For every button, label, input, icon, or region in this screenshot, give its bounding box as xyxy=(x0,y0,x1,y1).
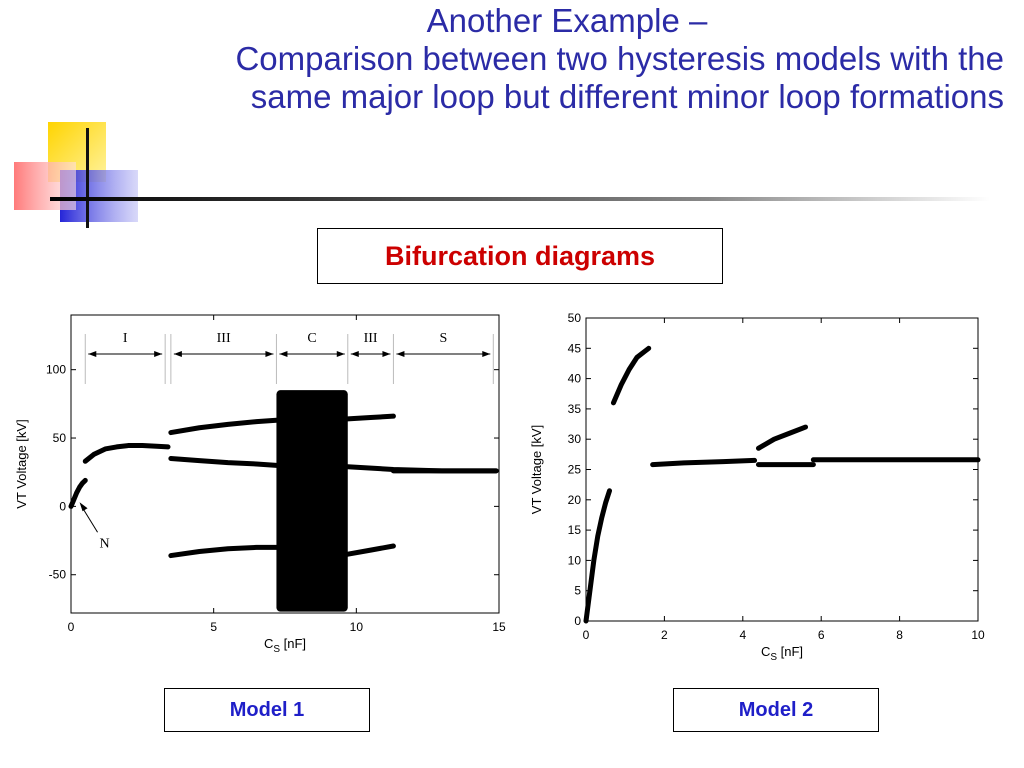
bifurcation-label: Bifurcation diagrams xyxy=(317,228,723,284)
region-label: I xyxy=(123,331,128,346)
arrow-head-left xyxy=(279,351,288,357)
arrow-head-left xyxy=(173,351,182,357)
data-branch-0 xyxy=(68,477,88,509)
red-square xyxy=(14,162,76,210)
y-tick-label: 40 xyxy=(568,372,582,386)
x-tick-label: 10 xyxy=(971,628,985,642)
y-tick-label: 0 xyxy=(59,499,66,513)
data-branch-2 xyxy=(168,417,279,436)
arrow-head-right xyxy=(382,351,391,357)
arrow-head-right xyxy=(336,351,345,357)
arrow-head-right xyxy=(154,351,163,357)
chaotic-band xyxy=(276,390,348,612)
x-tick-label: 4 xyxy=(739,628,746,642)
decorative-squares xyxy=(14,122,990,228)
x-tick-label: 2 xyxy=(661,628,668,642)
x-tick-label: 6 xyxy=(818,628,825,642)
chart-model-2: 0 2 4 6 8 10 0 5 10 15 20 25 30 35 40 45 50 CS [nF] VT Vol… xyxy=(530,311,985,663)
title-line-1: Another Example – xyxy=(426,2,708,39)
data-branch-7 xyxy=(345,543,396,557)
y-tick-label: 5 xyxy=(574,584,581,598)
model-2-label: Model 2 xyxy=(673,688,879,732)
y-tick-label: 35 xyxy=(568,402,582,416)
vertical-line xyxy=(86,128,89,228)
data-branch-6 xyxy=(168,544,279,559)
plot-frame xyxy=(585,317,979,622)
annotation-arrow-head xyxy=(79,502,88,512)
data-branch-4 xyxy=(168,456,279,468)
y-axis-label: VT Voltage [kV] xyxy=(14,419,29,508)
y-tick-label: 100 xyxy=(46,363,66,377)
annotation-arrow xyxy=(81,506,98,533)
x-tick-label: 10 xyxy=(350,620,364,634)
data-branch-3 xyxy=(345,413,396,422)
data-branch-3 xyxy=(755,424,809,451)
model-1-label: Model 1 xyxy=(164,688,370,732)
arrow-head-left xyxy=(350,351,359,357)
y-tick-label: 45 xyxy=(568,341,582,355)
data-branch-1 xyxy=(610,345,652,406)
y-tick-label: 50 xyxy=(568,311,582,325)
data-branch-0 xyxy=(583,488,613,624)
x-axis-label: CS [nF] xyxy=(264,636,306,655)
annotation-label: N xyxy=(99,536,109,551)
y-tick-label: 25 xyxy=(568,463,582,477)
arrow-head-right xyxy=(482,351,491,357)
y-tick-label: 0 xyxy=(574,614,581,628)
y-axis-label: VT Voltage [kV] xyxy=(530,425,544,514)
arrow-head-left xyxy=(88,351,97,357)
x-tick-label: 0 xyxy=(583,628,590,642)
arrow-head-left xyxy=(396,351,405,357)
plot-frame xyxy=(70,314,500,614)
y-tick-label: 50 xyxy=(53,431,67,445)
x-tick-label: 15 xyxy=(492,620,506,634)
y-tick-label: 15 xyxy=(568,523,582,537)
region-label: C xyxy=(307,331,316,346)
x-tick-label: 5 xyxy=(210,620,217,634)
horizontal-line xyxy=(50,197,990,201)
y-tick-label: 20 xyxy=(568,493,582,507)
region-label: S xyxy=(439,331,447,346)
data-branch-1 xyxy=(82,443,171,464)
title-line-3: same major loop but different minor loop… xyxy=(250,78,1004,115)
x-axis-label: CS [nF] xyxy=(761,644,803,663)
x-tick-label: 8 xyxy=(896,628,903,642)
y-tick-label: -50 xyxy=(49,568,67,582)
arrow-head-right xyxy=(265,351,274,357)
y-tick-label: 30 xyxy=(568,432,582,446)
title-line-2: Comparison between two hysteresis models… xyxy=(235,40,1004,77)
x-tick-label: 0 xyxy=(68,620,75,634)
y-tick-label: 10 xyxy=(568,553,582,567)
data-branch-2 xyxy=(650,457,758,468)
region-label: III xyxy=(364,331,378,346)
slide-title: Another Example – Comparison between two… xyxy=(60,2,1004,116)
region-label: III xyxy=(217,331,231,346)
